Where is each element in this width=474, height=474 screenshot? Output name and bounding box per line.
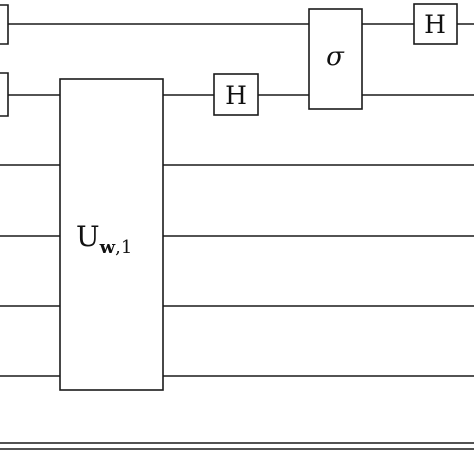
unitary-gate-label: Uw,1 [76,220,132,258]
partial-gate-box-2 [0,72,9,117]
hadamard-box-wire-2 [213,73,259,116]
left-edge-gates [0,4,9,117]
unitary-main-symbol: U [76,220,100,253]
partial-gate-box-1 [0,4,9,45]
unitary-subscript-vector: w [99,237,116,258]
hadamard-gate-wire-1: H [413,3,458,45]
sigma-gate-box [308,8,363,110]
unitary-gate: Uw,1 [59,78,164,391]
hadamard-gate-wire-2: H [213,73,259,116]
hadamard-box-wire-1 [413,3,458,45]
wire-group [0,23,474,450]
hadamard-label-wire-2: H [225,81,247,110]
unitary-subscript-index: ,1 [115,237,132,258]
sigma-gate: σ [308,8,363,110]
unitary-gate-box [59,78,164,391]
hadamard-label-wire-1: H [424,10,446,39]
sigma-gate-label: σ [326,42,345,72]
